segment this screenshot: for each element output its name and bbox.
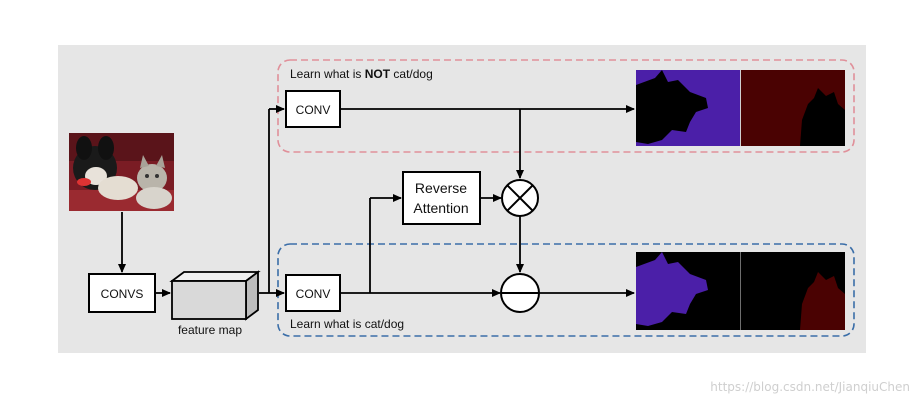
- top-branch-caption: Learn what is NOT cat/dog: [290, 67, 433, 81]
- bottom-branch-region: [277, 243, 855, 337]
- top-output-segmentation: [636, 70, 845, 146]
- reverse-attention-line1: Reverse: [415, 180, 467, 196]
- top-branch-region: [277, 59, 855, 153]
- top-caption-prefix: Learn what is: [290, 67, 365, 81]
- reverse-attention-line2: Attention: [413, 200, 468, 216]
- feature-map-cuboid: [169, 270, 261, 321]
- convs-box: [88, 273, 156, 313]
- subtract-node: [500, 273, 540, 313]
- top-conv-box: [285, 90, 341, 128]
- top-caption-emphasis: NOT: [365, 67, 391, 81]
- bottom-conv-label: CONV: [296, 287, 331, 301]
- reverse-attention-box: [402, 171, 481, 225]
- feature-map-label: feature map: [178, 323, 242, 337]
- top-conv-label: CONV: [296, 103, 331, 117]
- convs-label: CONVS: [101, 287, 144, 301]
- multiply-node: [501, 179, 539, 217]
- bottom-output-segmentation: [636, 252, 845, 330]
- top-caption-suffix: cat/dog: [390, 67, 433, 81]
- watermark: https://blog.csdn.net/JianqiuChen: [710, 380, 910, 394]
- bottom-branch-caption: Learn what is cat/dog: [290, 317, 404, 331]
- input-image: [69, 133, 174, 211]
